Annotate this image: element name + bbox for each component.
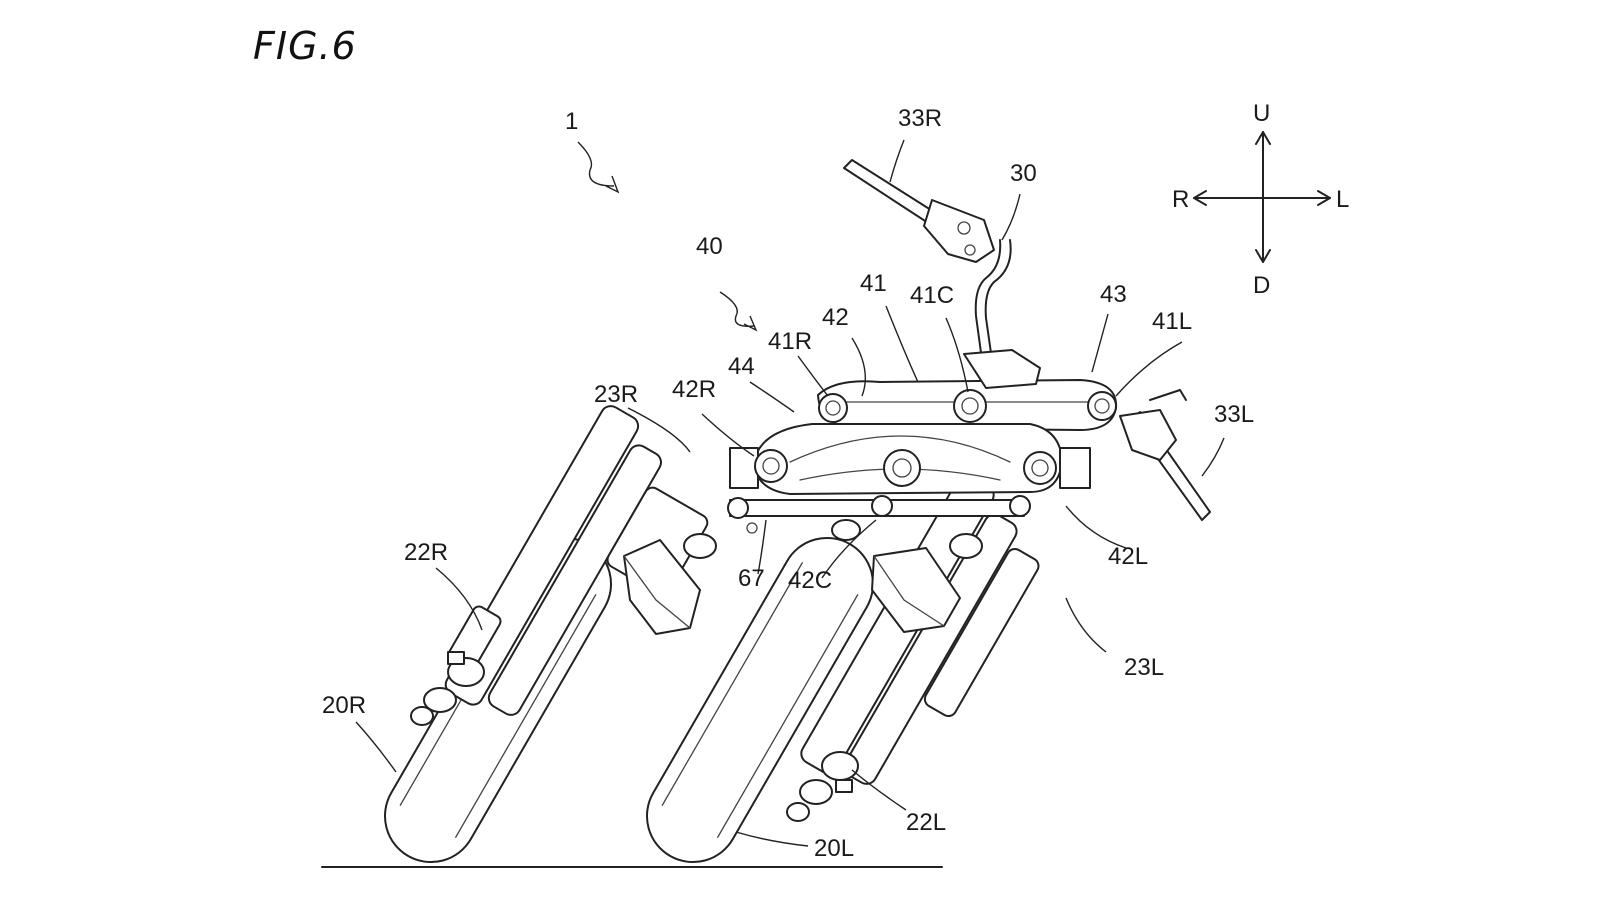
label-upper-cross-member: 41: [860, 270, 887, 297]
label-upper-right: 41R: [768, 328, 812, 355]
wheel-support-left: [786, 751, 859, 822]
link-joints: [754, 389, 1117, 487]
direction-indicator: [1193, 131, 1331, 263]
direction-left-label: L: [1336, 186, 1349, 213]
reservoir-right: [623, 539, 701, 635]
label-lower-center: 42C: [788, 567, 832, 594]
side-member-left: [1059, 447, 1091, 489]
direction-right-label: R: [1172, 186, 1189, 213]
label-lower-left: 42L: [1108, 543, 1148, 570]
label-grip-right: 33R: [898, 105, 942, 132]
grip-right: [843, 159, 995, 263]
label-front-wheel-right: 20R: [322, 692, 366, 719]
handle: [963, 239, 1041, 389]
label-wheel-support-left: 22L: [906, 809, 946, 836]
label-fork-right: 23R: [594, 381, 638, 408]
leader-lines: [355, 139, 1225, 847]
label-link-mechanism: 40: [696, 233, 723, 260]
figure-title: FIG.6: [253, 24, 357, 68]
label-upper-left: 41L: [1152, 308, 1192, 335]
label-lower-right: 42R: [672, 376, 716, 403]
grip-left: [1119, 389, 1211, 521]
label-upper-center: 41C: [910, 282, 954, 309]
direction-up-label: U: [1253, 100, 1270, 127]
wheel-support-right: [410, 651, 485, 726]
label-handle: 30: [1010, 160, 1037, 187]
direction-down-label: D: [1253, 272, 1270, 299]
side-member-right: [729, 447, 759, 489]
label-wheel-support-right: 22R: [404, 539, 448, 566]
label-grip-left: 33L: [1214, 401, 1254, 428]
label-vehicle: 1: [565, 108, 578, 135]
steering-tubes: [683, 519, 983, 559]
label-front-wheel-left: 20L: [814, 835, 854, 862]
label-lower-cross-member: 42: [822, 304, 849, 331]
label-fork-left: 23L: [1124, 654, 1164, 681]
label-side-rod: 67: [738, 565, 765, 592]
label-side-member-left: 43: [1100, 281, 1127, 308]
label-side-member-right: 44: [728, 353, 755, 380]
reservoir-left: [871, 547, 961, 633]
side-rod: [727, 495, 1031, 534]
